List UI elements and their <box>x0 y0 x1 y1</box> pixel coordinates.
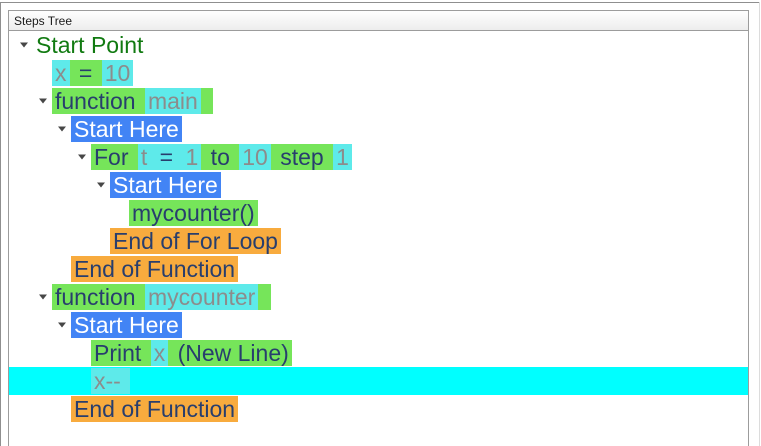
tree-row[interactable]: For t = 1 to 10 step 1 <box>9 143 748 171</box>
step-token: End of For Loop <box>110 228 281 254</box>
collapse-arrow-icon[interactable] <box>20 42 28 48</box>
step-token: Start Here <box>110 172 221 198</box>
step-token: Print <box>91 340 151 366</box>
step-token: Start Here <box>71 312 182 338</box>
step-token <box>200 88 214 114</box>
tree-row[interactable]: function main <box>9 87 748 115</box>
collapse-arrow-icon[interactable] <box>58 322 66 328</box>
step-token: 1 <box>182 144 202 170</box>
collapse-arrow-icon[interactable] <box>97 182 105 188</box>
step-token: For <box>91 144 138 170</box>
collapse-arrow-icon[interactable] <box>58 126 66 132</box>
step-token: 10 <box>101 60 134 86</box>
step-token: main <box>144 88 201 114</box>
tree-row[interactable]: mycounter() <box>9 199 748 227</box>
collapse-arrow-icon[interactable] <box>39 98 47 104</box>
step-token: (New Line) <box>168 340 292 366</box>
step-token: function <box>52 88 145 114</box>
tree-row[interactable]: Start Here <box>9 115 748 143</box>
tree-row[interactable]: End of For Loop <box>9 227 748 255</box>
tree-row[interactable]: function mycounter <box>9 283 748 311</box>
step-token: End of Function <box>71 256 239 282</box>
step-token: = <box>69 60 102 86</box>
step-token: t <box>137 144 157 170</box>
step-token: to <box>201 144 240 170</box>
tree-row[interactable]: End of Function <box>9 255 748 283</box>
panel-header: Steps Tree <box>9 11 748 31</box>
step-token: mycounter <box>144 284 259 310</box>
step-token: step <box>270 144 334 170</box>
step-token: 10 <box>239 144 271 170</box>
panel-title: Steps Tree <box>14 13 73 28</box>
step-token: mycounter() <box>129 200 258 226</box>
window-border-left <box>0 2 1 446</box>
tree-row[interactable]: Start Here <box>9 171 748 199</box>
step-token: = <box>156 144 183 170</box>
step-token: x <box>52 60 70 86</box>
tree-row[interactable]: Start Here <box>9 311 748 339</box>
tree-row[interactable]: Print x (New Line) <box>9 339 748 367</box>
step-token <box>258 284 271 310</box>
step-token: Start Here <box>71 116 182 142</box>
step-token: Start Point <box>36 32 144 58</box>
step-token: function <box>52 284 145 310</box>
step-token: x <box>150 340 169 366</box>
step-token: End of Function <box>71 396 239 422</box>
window-border-right <box>759 2 760 446</box>
tree-row[interactable]: Start Point <box>9 31 748 59</box>
step-token: 1 <box>333 144 352 170</box>
collapse-arrow-icon[interactable] <box>78 154 86 160</box>
tree-row[interactable]: x = 10 <box>9 59 748 87</box>
step-token: x-- <box>91 368 131 394</box>
collapse-arrow-icon[interactable] <box>39 294 47 300</box>
window-border-top <box>0 2 759 3</box>
tree-row[interactable]: End of Function <box>9 395 748 423</box>
tree-row[interactable]: x-- <box>9 367 748 395</box>
